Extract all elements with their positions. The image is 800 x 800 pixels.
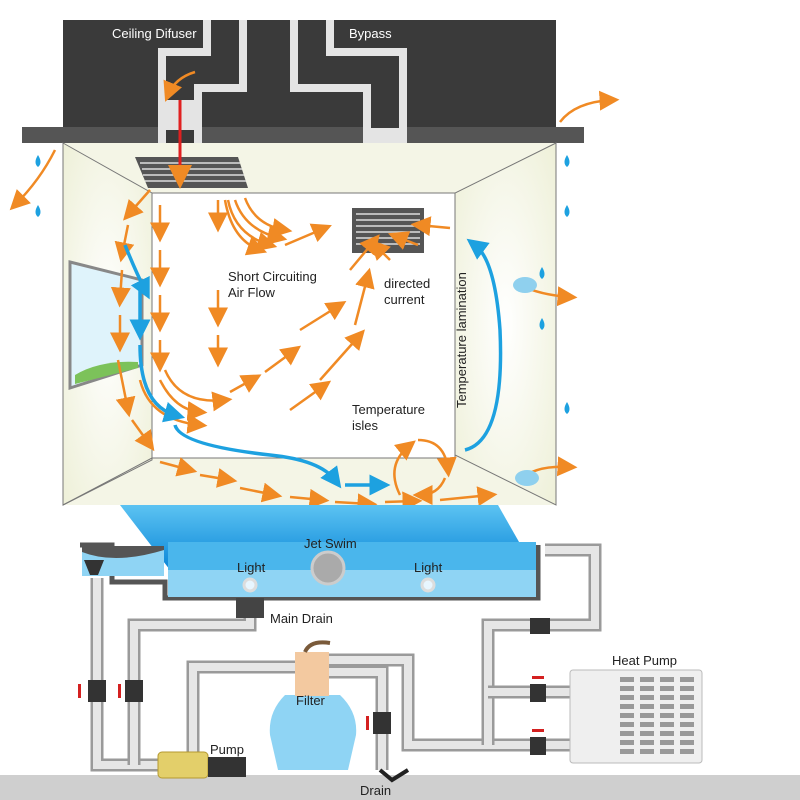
heat-pump-vent xyxy=(640,749,654,754)
temperature-isles-label-2: isles xyxy=(352,418,379,433)
heat-pump-vent xyxy=(640,677,654,682)
temperature-lamination-label: Temperature lamination xyxy=(454,272,469,408)
heat-pump-vent xyxy=(640,686,654,691)
jet-swim-nozzle xyxy=(310,550,346,586)
cool-air-flow-arrows xyxy=(123,238,503,496)
heat-pump-vent xyxy=(620,749,634,754)
pool-shell xyxy=(80,542,541,601)
directed-current-label-2: current xyxy=(384,292,425,307)
heat-pump-vent xyxy=(680,740,694,745)
heat-pump-vent xyxy=(660,722,674,727)
heat-pump-vent xyxy=(640,731,654,736)
pump xyxy=(157,751,246,779)
heat-pump-vent xyxy=(680,677,694,682)
temperature-isles-label: Temperature xyxy=(352,402,425,417)
light-left-label: Light xyxy=(237,560,266,575)
heat-pump-vent xyxy=(680,713,694,718)
heat-pump-vent xyxy=(640,740,654,745)
heat-pump-vent xyxy=(660,704,674,709)
main-drain-label: Main Drain xyxy=(270,611,333,626)
heat-pump-label: Heat Pump xyxy=(612,653,677,668)
light-left xyxy=(242,577,258,593)
heat-pump-vent xyxy=(620,722,634,727)
light-right xyxy=(420,577,436,593)
heat-pump-vent xyxy=(660,749,674,754)
heat-pump-vent xyxy=(640,695,654,700)
heat-pump-vent xyxy=(680,731,694,736)
heat-pump-vent xyxy=(660,713,674,718)
directed-current-label: directed xyxy=(384,276,430,291)
jet-swim-label: Jet Swim xyxy=(304,536,357,551)
heat-pump-vent xyxy=(620,695,634,700)
heat-pump-vent xyxy=(620,686,634,691)
main-drain xyxy=(236,598,264,618)
drain xyxy=(378,768,410,783)
heat-pump-vent xyxy=(660,695,674,700)
heat-pump-vent xyxy=(680,749,694,754)
heat-pump-vent xyxy=(680,722,694,727)
heat-pump-vent xyxy=(680,695,694,700)
short-circuiting-label-2: Air Flow xyxy=(228,285,276,300)
pump-label: Pump xyxy=(210,742,244,757)
condensation-drops xyxy=(35,155,570,486)
heat-pump-vent xyxy=(680,704,694,709)
valves xyxy=(78,618,550,755)
light-right-label: Light xyxy=(414,560,443,575)
heat-pump xyxy=(569,669,703,764)
heat-pump-vent xyxy=(660,677,674,682)
heat-pump-vent xyxy=(620,731,634,736)
ceiling-diffuser-label: Ceiling Difuser xyxy=(112,26,197,41)
return-grille xyxy=(352,208,424,253)
heat-pump-vent xyxy=(660,686,674,691)
heat-pump-vent xyxy=(620,704,634,709)
ceiling-slab xyxy=(22,127,584,143)
heat-pump-vent xyxy=(620,677,634,682)
floor xyxy=(0,775,800,800)
ceiling-diffuser-grille xyxy=(135,157,248,188)
drain-label: Drain xyxy=(360,783,391,798)
heat-pump-vent xyxy=(640,704,654,709)
bypass-label: Bypass xyxy=(349,26,392,41)
heat-pump-vent xyxy=(640,713,654,718)
heat-pump-vent xyxy=(620,713,634,718)
heat-pump-vent xyxy=(660,740,674,745)
warm-air-arrow xyxy=(163,70,196,102)
filter xyxy=(269,640,357,770)
heat-pump-vent xyxy=(620,740,634,745)
short-circuiting-label: Short Circuiting xyxy=(228,269,317,284)
heat-pump-vent xyxy=(640,722,654,727)
heat-pump-vent xyxy=(680,686,694,691)
filter-label: Filter xyxy=(296,693,326,708)
heat-pump-vent xyxy=(660,731,674,736)
